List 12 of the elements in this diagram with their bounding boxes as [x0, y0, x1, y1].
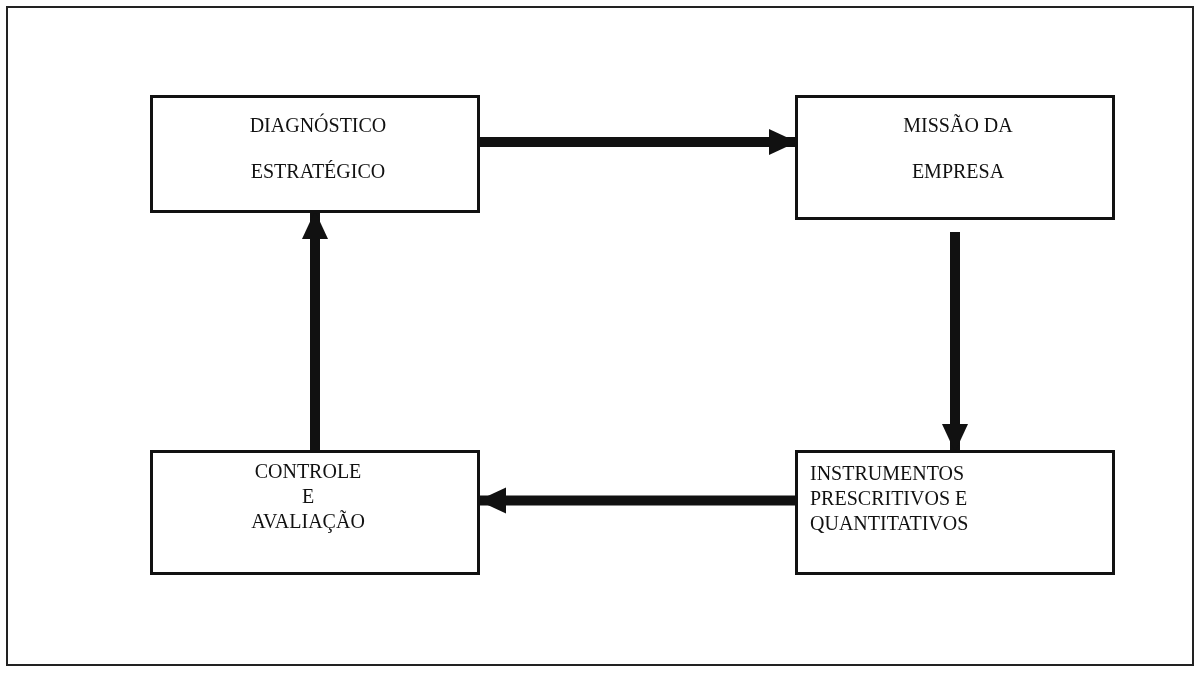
box-label: INSTRUMENTOS PRESCRITIVOS E QUANTITATIVOS	[810, 461, 970, 536]
process-box	[150, 450, 480, 575]
arrow	[480, 129, 797, 155]
process-box	[150, 95, 480, 213]
arrow	[942, 232, 968, 452]
box-label: CONTROLE E AVALIAÇÃO	[250, 459, 366, 534]
process-box	[795, 450, 1115, 575]
box-label: DIAGNÓSTICO ESTRATÉGICO	[248, 112, 388, 184]
arrow	[478, 487, 795, 514]
arrow	[302, 211, 328, 450]
box-label: MISSÃO DA EMPRESA	[902, 113, 1014, 184]
process-box	[795, 95, 1115, 220]
